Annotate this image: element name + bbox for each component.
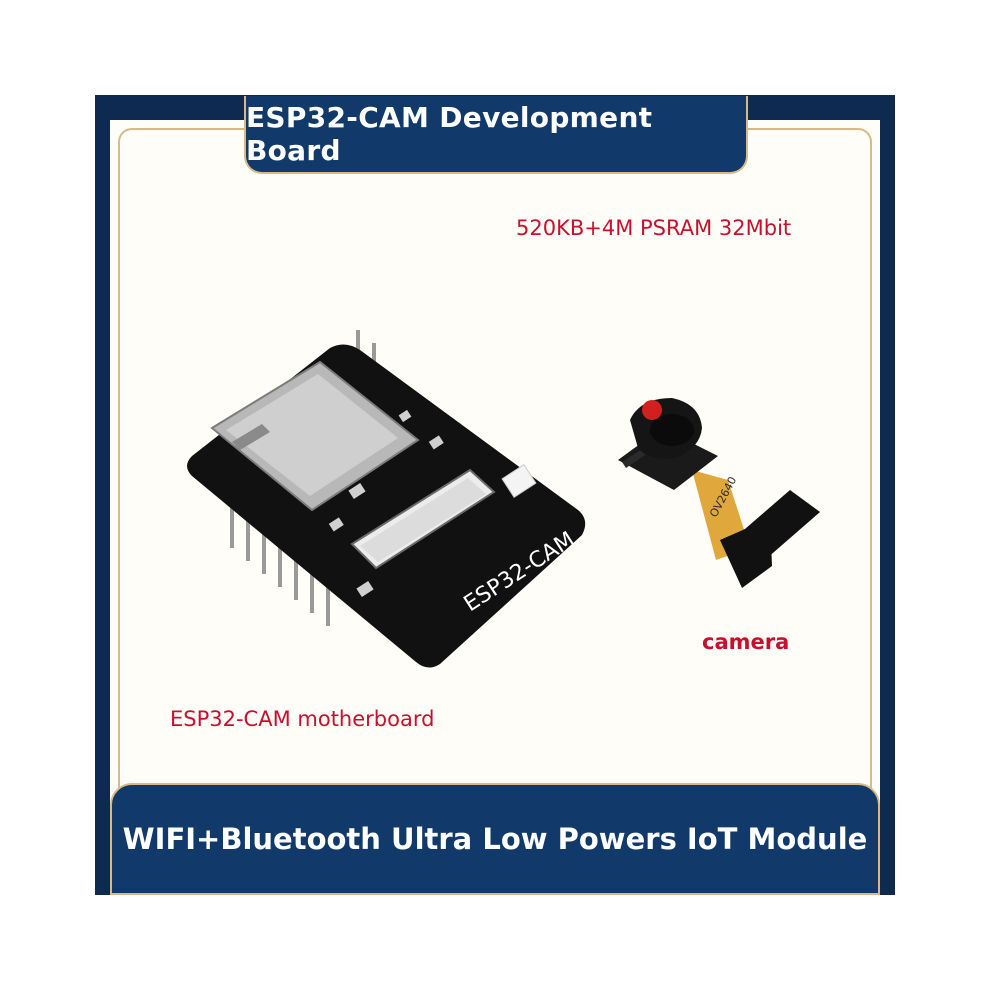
bottom-banner: WIFI+Bluetooth Ultra Low Powers IoT Modu… <box>110 783 880 895</box>
camera-label: camera <box>702 630 790 654</box>
camera-module: OV2640 <box>618 398 820 588</box>
top-banner: ESP32-CAM Development Board <box>244 96 748 174</box>
banner-title: ESP32-CAM Development Board <box>246 101 653 167</box>
banner-footer: WIFI+Bluetooth Ultra Low Powers IoT Modu… <box>122 822 868 856</box>
esp32-cam-board: ESP32-CAM <box>187 330 586 668</box>
memory-spec: 520KB+4M PSRAM 32Mbit <box>516 216 792 240</box>
motherboard-label: ESP32-CAM motherboard <box>170 707 435 731</box>
